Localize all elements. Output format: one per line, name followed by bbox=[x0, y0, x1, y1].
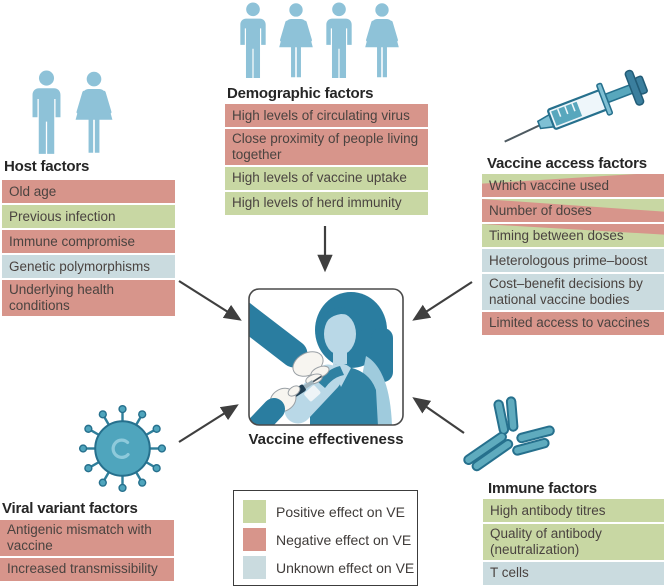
factor-row: High antibody titres bbox=[483, 499, 664, 522]
factor-row: High levels of herd immunity bbox=[225, 191, 428, 215]
immune-factors-title: Immune factors bbox=[488, 480, 597, 497]
legend-item: Positive effect on VE bbox=[243, 500, 417, 523]
vaccine-effectiveness-label: Vaccine effectiveness bbox=[248, 431, 404, 448]
factor-row: Genetic polymorphisms bbox=[2, 255, 175, 278]
factor-row: Heterologous prime–boost bbox=[482, 249, 664, 272]
factor-row: Underlying health conditions bbox=[2, 280, 175, 316]
people-group-icon bbox=[236, 2, 403, 80]
factor-row: High levels of vaccine uptake bbox=[225, 166, 428, 190]
factor-row: Timing between doses bbox=[482, 224, 664, 247]
factor-row: Limited access to vaccines bbox=[482, 311, 664, 335]
factor-row: Increased transmissibility bbox=[0, 557, 174, 581]
legend-item: Unknown effect on VE bbox=[243, 556, 417, 579]
vaccination-illustration bbox=[248, 288, 404, 426]
man-icon bbox=[240, 2, 266, 79]
factor-row: High levels of circulating virus bbox=[225, 104, 428, 127]
legend: Positive effect on VE Negative effect on… bbox=[233, 490, 418, 586]
legend-rows: Positive effect on VE Negative effect on… bbox=[243, 500, 417, 579]
legend-item: Negative effect on VE bbox=[243, 528, 417, 551]
factor-row: Close proximity of people living togethe… bbox=[225, 129, 428, 165]
viral-variant-factors-title: Viral variant factors bbox=[2, 500, 138, 517]
factor-row: Old age bbox=[2, 180, 175, 203]
woman-icon bbox=[365, 3, 399, 78]
legend-swatch bbox=[243, 556, 266, 579]
vaccine-access-factors-title: Vaccine access factors bbox=[487, 155, 647, 172]
man-icon bbox=[32, 70, 61, 154]
factor-row: Antigenic mismatch with vaccine bbox=[0, 520, 174, 556]
host-factors-title: Host factors bbox=[4, 158, 90, 175]
factor-row: Previous infection bbox=[2, 205, 175, 228]
factor-row: Number of doses bbox=[482, 199, 664, 222]
demographic-factors-title: Demographic factors bbox=[227, 85, 374, 102]
factor-row: Cost–benefit decisions by national vacci… bbox=[482, 274, 664, 310]
virus-icon bbox=[72, 398, 173, 499]
legend-swatch bbox=[243, 500, 266, 523]
woman-icon bbox=[75, 71, 113, 153]
factor-row: Quality of antibody (neutralization) bbox=[483, 524, 664, 560]
man-woman-icon bbox=[28, 70, 117, 156]
woman-icon bbox=[279, 3, 313, 78]
arrow-vaccine-access bbox=[412, 281, 473, 321]
man-icon bbox=[326, 2, 352, 79]
factor-row: Which vaccine used bbox=[482, 174, 664, 197]
arrow-host bbox=[178, 280, 242, 321]
syringe-icon bbox=[496, 62, 660, 158]
factor-row: T cells bbox=[483, 561, 664, 585]
legend-swatch bbox=[243, 528, 266, 551]
antibody-icon bbox=[456, 394, 560, 484]
factor-row: Immune compromise bbox=[2, 230, 175, 253]
